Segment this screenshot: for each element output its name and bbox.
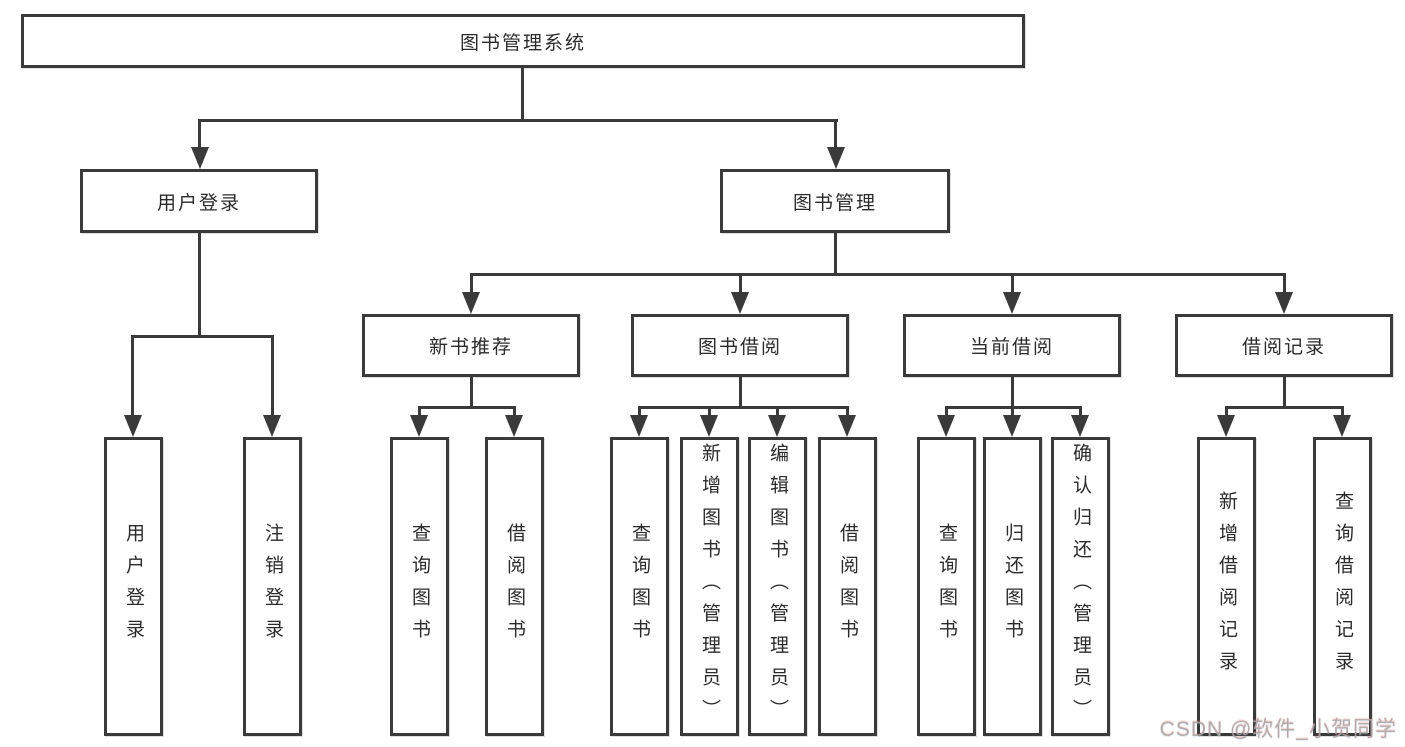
node-book-borrowing: 图书借阅: [631, 314, 849, 377]
connector-current-stem: [1011, 377, 1014, 408]
node-root-library-system: 图书管理系统: [21, 14, 1025, 68]
connector-branch: [776, 409, 779, 418]
arrow-down-icon: [700, 415, 718, 437]
connector-branch: [418, 409, 421, 418]
connector-root-stem: [521, 66, 524, 121]
leaf-add-books-admin: 新增图书（管理员）: [680, 437, 739, 736]
connector-bookmgmt-rail: [470, 273, 1286, 276]
connector-root-rail: [198, 119, 838, 122]
node-current-borrowing-label: 当前借阅: [969, 337, 1054, 358]
connector-to-book-borrowing: [739, 276, 742, 294]
leaf-query-borrow-record: 查询借阅记录: [1313, 437, 1372, 736]
leaf-return-books-label: 归还图书: [1002, 522, 1023, 651]
node-book-management-label: 图书管理: [792, 192, 877, 214]
leaf-add-books-admin-label: 新增图书（管理员）: [699, 442, 720, 731]
arrow-down-icon: [937, 415, 955, 437]
arrow-down-icon: [410, 415, 428, 437]
node-borrow-records-label: 借阅记录: [1241, 337, 1326, 358]
leaf-add-borrow-record-label: 新增借阅记录: [1216, 490, 1237, 683]
node-borrow-records: 借阅记录: [1175, 314, 1393, 377]
leaf-confirm-return-admin-label: 确认归还（管理员）: [1070, 442, 1091, 731]
arrow-down-icon: [1003, 415, 1021, 437]
connector-borrowing-stem: [739, 377, 742, 408]
leaf-query-books-borrowing: 查询图书: [610, 437, 669, 736]
leaf-logout-label: 注销登录: [262, 522, 283, 651]
connector-records-stem: [1283, 377, 1286, 408]
arrow-down-icon: [191, 147, 209, 169]
connector-to-current-borrowing: [1011, 276, 1014, 294]
node-current-borrowing: 当前借阅: [903, 314, 1121, 377]
arrow-down-icon: [263, 415, 281, 437]
node-book-management: 图书管理: [720, 169, 950, 233]
arrow-down-icon: [731, 292, 749, 314]
node-book-borrowing-label: 图书借阅: [697, 337, 782, 358]
connector-newbook-stem: [470, 377, 473, 408]
connector-branch: [945, 409, 948, 418]
leaf-query-books-current: 查询图书: [917, 437, 976, 736]
connector-branch: [513, 409, 516, 418]
connector-borrowing-rail: [638, 406, 849, 409]
node-new-book-recommend: 新书推荐: [362, 314, 580, 377]
node-new-book-recommend-label: 新书推荐: [428, 337, 513, 358]
leaf-logout: 注销登录: [243, 437, 302, 736]
leaf-user-login-label: 用户登录: [123, 522, 144, 651]
leaf-edit-books-admin: 编辑图书（管理员）: [748, 437, 807, 736]
arrow-down-icon: [1217, 415, 1235, 437]
node-user-login: 用户登录: [80, 169, 318, 233]
arrow-down-icon: [827, 147, 845, 169]
leaf-edit-books-admin-label: 编辑图书（管理员）: [767, 442, 788, 731]
leaf-borrow-books-recommend-label: 借阅图书: [504, 522, 525, 651]
leaf-query-books-current-label: 查询图书: [936, 522, 957, 651]
leaf-query-books-borrowing-label: 查询图书: [629, 522, 650, 651]
arrow-down-icon: [1071, 415, 1089, 437]
connector-bookmgmt-stem: [834, 233, 837, 275]
connector-newbook-rail: [418, 406, 516, 409]
connector-to-new-book: [470, 276, 473, 294]
connector-branch: [1011, 409, 1014, 418]
leaf-query-books-recommend: 查询图书: [390, 437, 449, 736]
arrow-down-icon: [1333, 415, 1351, 437]
connector-current-rail: [945, 406, 1082, 409]
leaf-confirm-return-admin: 确认归还（管理员）: [1051, 437, 1110, 736]
csdn-watermark: CSDN @软件_小贺同学: [1159, 718, 1397, 741]
leaf-borrow-books-label: 借阅图书: [837, 522, 858, 651]
arrow-down-icon: [1275, 292, 1293, 314]
connector-branch: [846, 409, 849, 418]
arrow-down-icon: [768, 415, 786, 437]
connector-userlogin-rail: [131, 335, 274, 338]
arrow-down-icon: [505, 415, 523, 437]
arrow-down-icon: [1003, 292, 1021, 314]
leaf-query-borrow-record-label: 查询借阅记录: [1332, 490, 1353, 683]
leaf-user-login: 用户登录: [104, 437, 163, 736]
connector-to-user-login: [198, 121, 201, 149]
connector-branch: [1341, 409, 1344, 418]
connector-branch: [638, 409, 641, 418]
arrow-down-icon: [124, 415, 142, 437]
leaf-add-borrow-record: 新增借阅记录: [1197, 437, 1256, 736]
leaf-query-books-recommend-label: 查询图书: [409, 522, 430, 651]
leaf-borrow-books: 借阅图书: [818, 437, 877, 736]
arrow-down-icon: [838, 415, 856, 437]
leaf-borrow-books-recommend: 借阅图书: [485, 437, 544, 736]
arrow-down-icon: [462, 292, 480, 314]
arrow-down-icon: [630, 415, 648, 437]
node-root-label: 图书管理系统: [459, 32, 586, 54]
connector-branch: [708, 409, 711, 418]
connector-to-borrow-records: [1283, 276, 1286, 294]
connector-records-rail: [1225, 406, 1344, 409]
connector-to-book-management: [834, 121, 837, 149]
node-user-login-label: 用户登录: [156, 192, 241, 214]
connector-branch: [1079, 409, 1082, 418]
leaf-return-books: 归还图书: [983, 437, 1042, 736]
connector-to-leaf-user-login: [131, 338, 134, 417]
connector-branch: [1225, 409, 1228, 418]
connector-to-leaf-logout: [271, 338, 274, 417]
connector-userlogin-stem: [198, 233, 201, 337]
